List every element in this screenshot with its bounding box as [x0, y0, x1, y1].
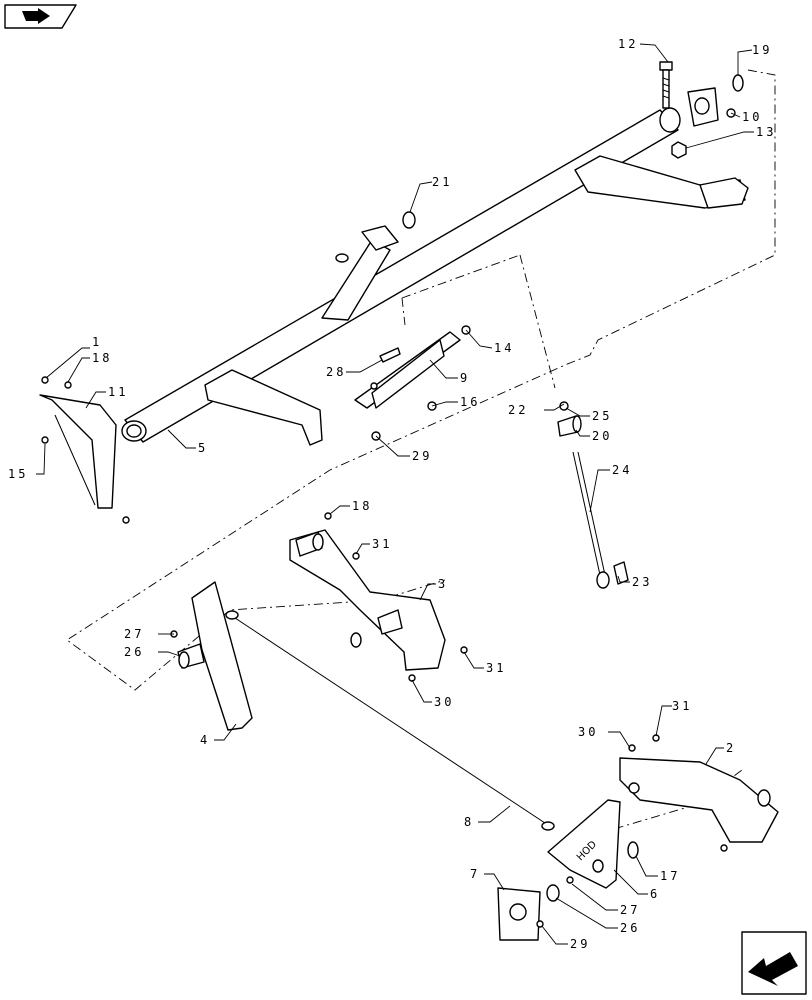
forward-nav-icon[interactable]	[741, 931, 807, 995]
callout-22: 22	[508, 403, 528, 417]
callout-28: 28	[326, 365, 346, 379]
flange-plate	[687, 87, 719, 127]
bolt-1	[41, 376, 49, 384]
callout-5: 5	[198, 441, 208, 455]
callout-30-lower: 30	[578, 725, 598, 739]
nut-30a	[408, 674, 416, 682]
nut-11b	[122, 516, 130, 524]
rod-24	[572, 451, 610, 589]
pin-23	[613, 561, 629, 585]
callout-29-lower: 29	[570, 937, 590, 951]
callout-3: 3	[438, 577, 448, 591]
callout-2: 2	[726, 741, 736, 755]
callout-12: 12	[618, 37, 638, 51]
callout-labels: 12 19 10 13 21 14 28 9 16 29 1 18 11 15 …	[8, 37, 776, 951]
cable-8	[225, 610, 555, 831]
assembly-boundary-line-2	[401, 254, 556, 389]
bolt-15	[41, 436, 49, 444]
plate-6	[547, 799, 621, 889]
callout-19: 19	[752, 43, 772, 57]
callout-4: 4	[200, 733, 210, 747]
callout-29-top: 29	[412, 449, 432, 463]
callout-18-mid: 18	[352, 499, 372, 513]
callout-10: 10	[742, 110, 762, 124]
nut-30b	[628, 744, 636, 752]
callout-7: 7	[470, 867, 480, 881]
assembly-boundary-line	[66, 69, 776, 691]
plate-4	[177, 581, 253, 731]
callout-14: 14	[494, 341, 514, 355]
callout-11: 11	[108, 385, 128, 399]
callout-31-mid: 31	[372, 537, 392, 551]
back-nav-icon[interactable]	[4, 4, 77, 29]
bracket-9	[354, 331, 461, 409]
callout-20: 20	[592, 429, 612, 443]
callout-18-left: 18	[92, 351, 112, 365]
callout-21: 21	[432, 175, 452, 189]
bracket-2	[619, 757, 779, 843]
leader-lines	[36, 43, 754, 945]
callout-30-mid: 30	[434, 695, 454, 709]
callout-13: 13	[756, 125, 776, 139]
callout-31-right: 31	[486, 661, 506, 675]
callout-23: 23	[632, 575, 652, 589]
callout-25: 25	[592, 409, 612, 423]
bolt-18a	[64, 381, 72, 389]
callout-27-lower: 27	[620, 903, 640, 917]
plate-7	[497, 887, 541, 941]
bolt-28	[379, 347, 401, 363]
callout-1: 1	[92, 335, 102, 349]
callout-31-lower: 31	[672, 699, 692, 713]
callout-24: 24	[612, 463, 632, 477]
callout-8: 8	[464, 815, 474, 829]
bolt-18b	[324, 512, 332, 520]
callout-26-lower: 26	[620, 921, 640, 935]
callout-26-left: 26	[124, 645, 144, 659]
washer-17	[627, 841, 639, 859]
callout-6: 6	[650, 887, 660, 901]
callout-16: 16	[460, 395, 480, 409]
main-tube-frame	[121, 107, 749, 446]
washer-21	[402, 211, 416, 229]
washer-26b	[546, 884, 560, 902]
bracket-3	[289, 529, 446, 671]
nut-13	[671, 141, 687, 159]
callout-15: 15	[8, 467, 28, 481]
bolt-27b	[566, 876, 574, 884]
bolt-31b	[460, 646, 468, 654]
callout-27-left: 27	[124, 627, 144, 641]
bolt-12	[659, 61, 673, 109]
callout-9: 9	[460, 371, 470, 385]
washer-19	[732, 74, 744, 92]
bracket-11	[39, 394, 117, 509]
nut-29b	[536, 920, 544, 928]
nut-2b	[720, 844, 728, 852]
callout-17: 17	[660, 869, 680, 883]
bolt-31a	[352, 552, 360, 560]
